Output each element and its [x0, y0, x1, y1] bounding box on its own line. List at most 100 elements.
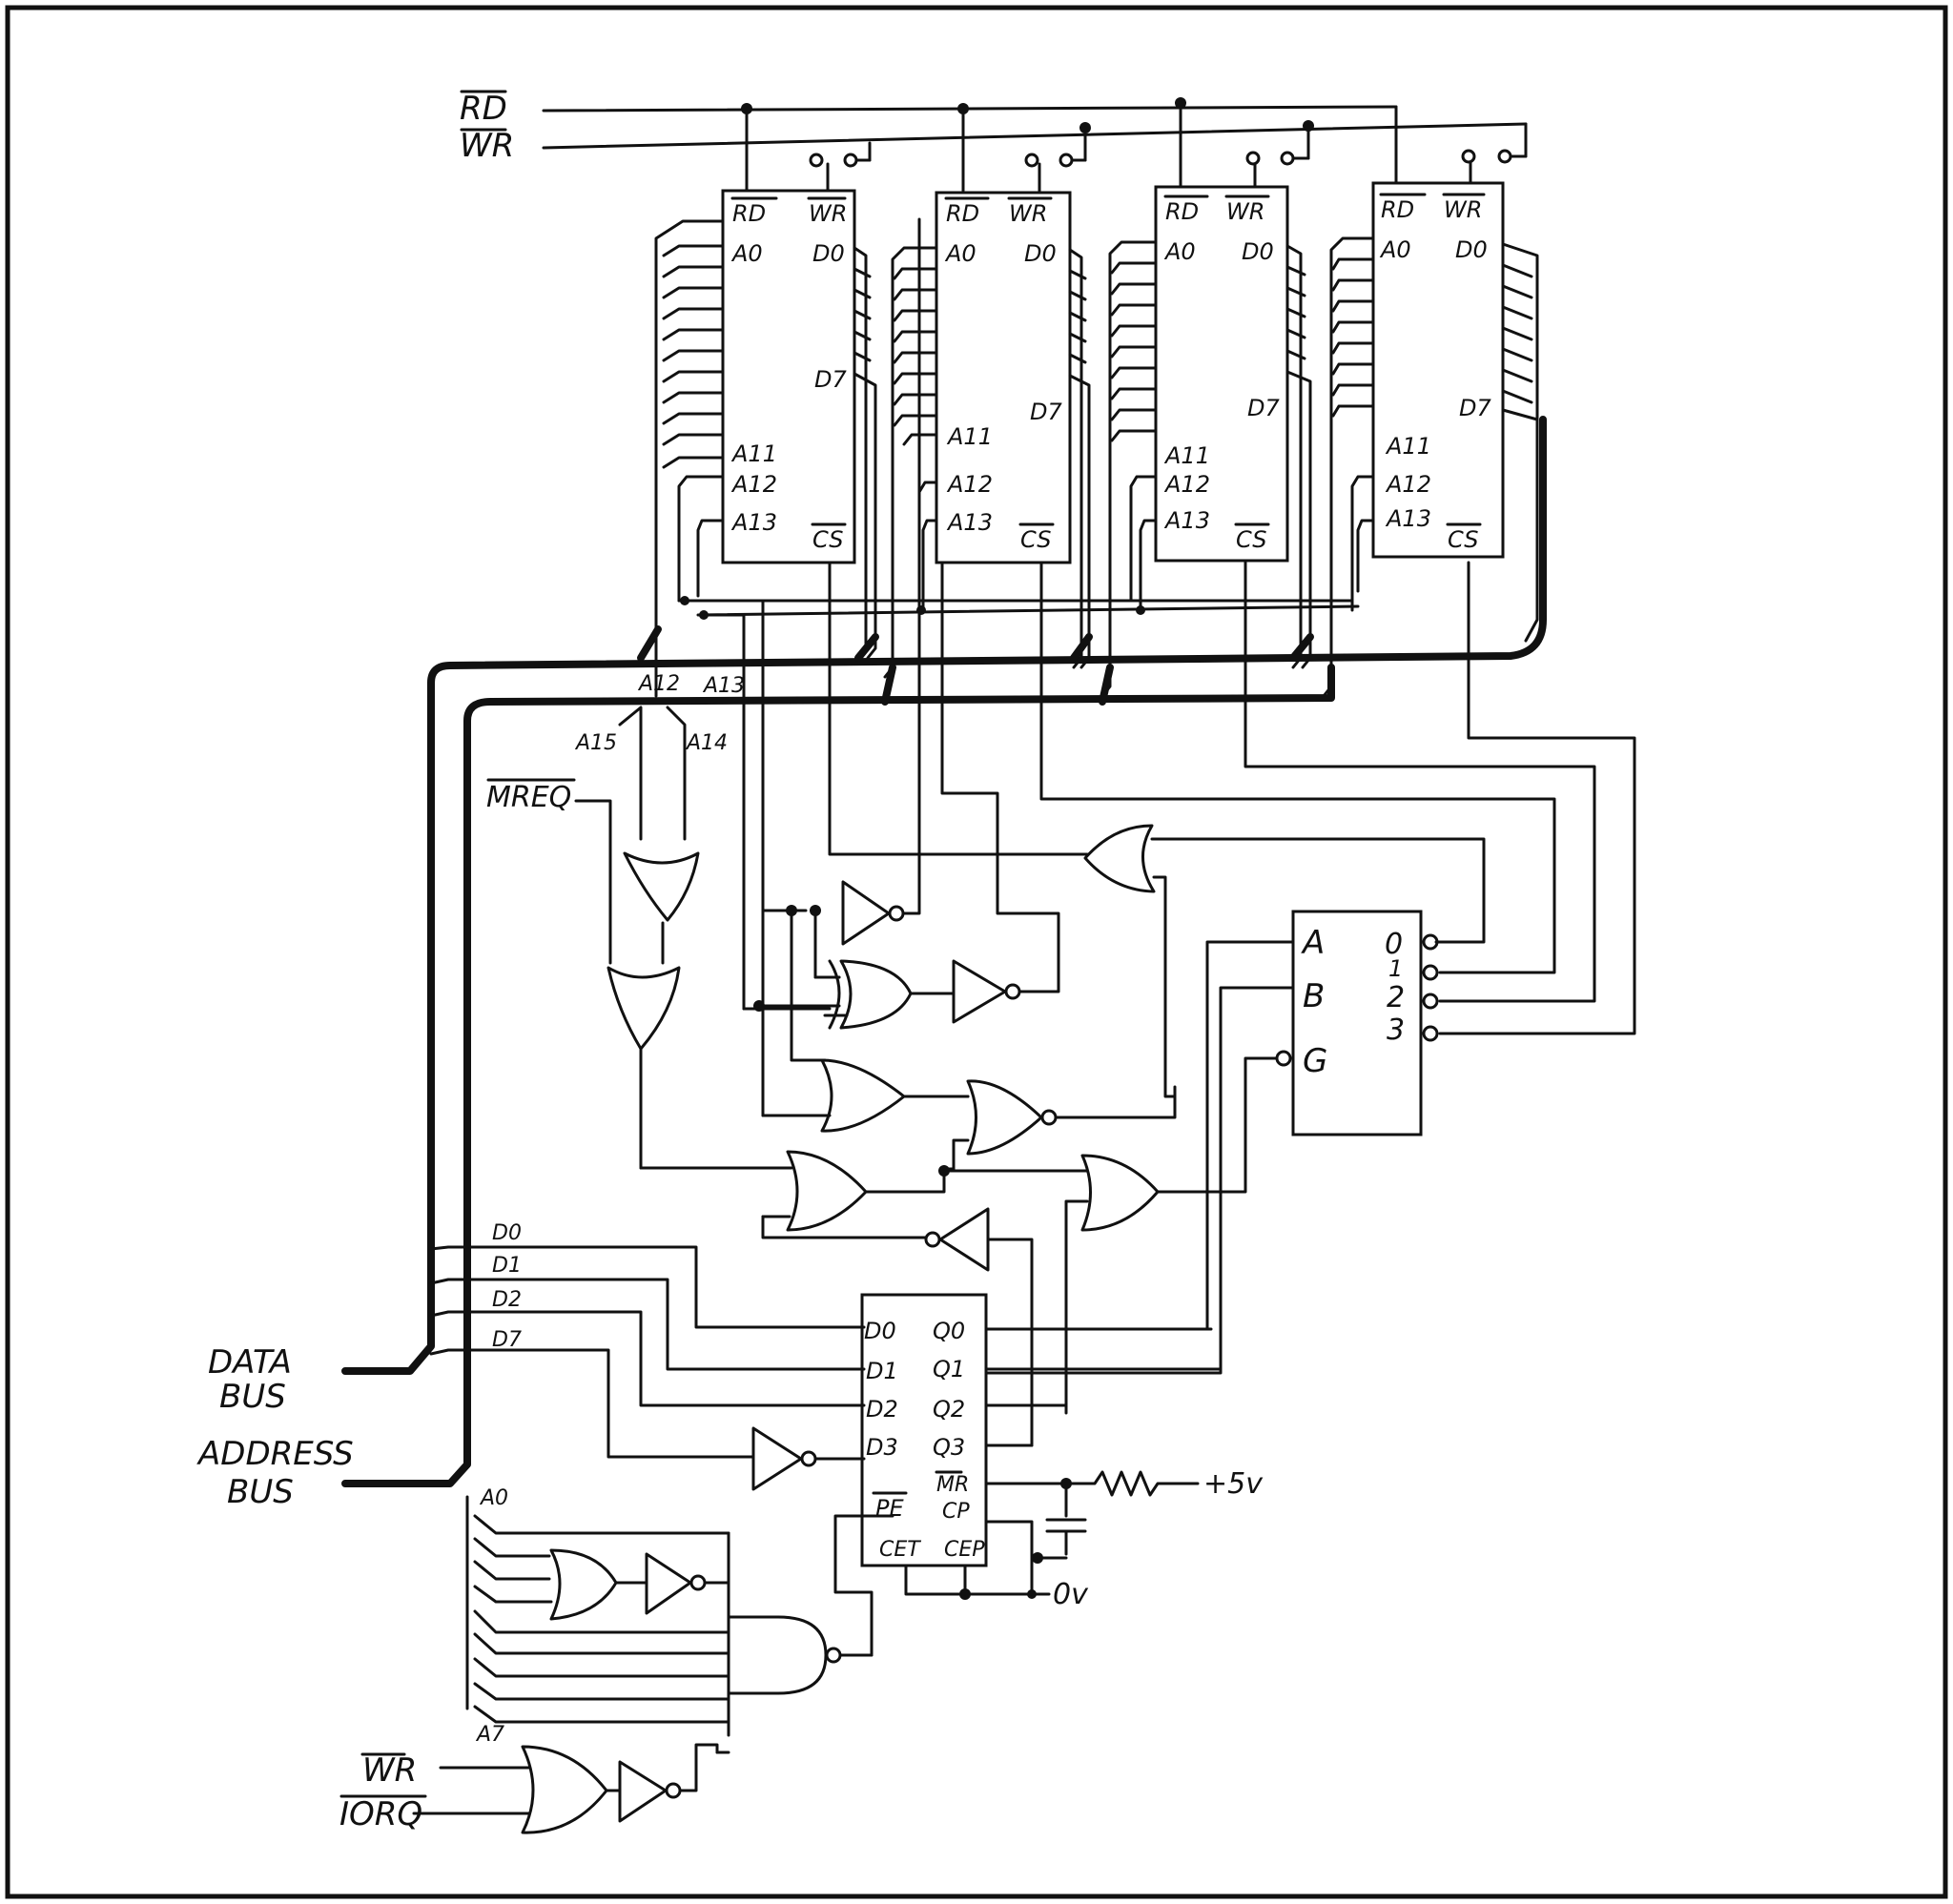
svg-text:CS: CS: [1448, 526, 1478, 553]
latch-data-lines: D0 D1 D2 D7: [429, 1221, 866, 1491]
wr-label: WR: [460, 127, 514, 165]
memory-chip-1: RD WR A0 D0 D7 A11 A12 A13 CS: [721, 189, 856, 564]
svg-text:RD: RD: [1381, 196, 1414, 223]
control-lines: RD WR: [460, 90, 1528, 193]
chip-a13: A13: [730, 509, 777, 536]
inverter-a12: [841, 217, 921, 946]
memory-chip-4: RD WR A0 D0 D7 A11 A12 A13 CS: [1371, 181, 1505, 559]
svg-text:A12: A12: [1385, 471, 1431, 498]
or-gate-middle: [761, 1058, 970, 1133]
chip-cs: CS: [812, 526, 843, 553]
address-bus: [341, 664, 1335, 1487]
memory-chip-3: RD WR A0 D0 D7 A11 A12 A13 CS: [1154, 185, 1289, 563]
chip-d0: D0: [812, 240, 845, 267]
svg-text:A11: A11: [1163, 442, 1210, 469]
iorq-label: IORQ: [339, 1795, 422, 1833]
decoder-chip: A B G 0 1 2 3: [982, 910, 1439, 1375]
svg-text:A0: A0: [1163, 238, 1196, 265]
gnd-label: 0v: [1053, 1578, 1089, 1611]
chip-rd: RD: [732, 200, 766, 227]
latch-pe: PE: [875, 1495, 904, 1522]
svg-text:A0: A0: [944, 240, 976, 267]
page-border: [5, 5, 1948, 1899]
latch-mr: MR: [936, 1473, 969, 1497]
svg-text:D0: D0: [1242, 238, 1274, 265]
svg-text:A13: A13: [1163, 507, 1210, 534]
a13-label: A13: [702, 674, 745, 698]
svg-text:RD: RD: [946, 200, 979, 227]
svg-text:D0: D0: [1024, 240, 1057, 267]
d1-label: D1: [492, 1254, 522, 1278]
svg-text:WR: WR: [1009, 200, 1047, 227]
xor-gate: [813, 959, 956, 1030]
svg-text:A11: A11: [946, 423, 993, 450]
latch-d2: D2: [866, 1396, 898, 1423]
a7-label: A7: [475, 1723, 504, 1747]
decoder-g: G: [1303, 1042, 1327, 1080]
svg-text:A11: A11: [1385, 433, 1431, 460]
svg-text:CS: CS: [1020, 526, 1051, 553]
svg-text:WR: WR: [1444, 196, 1482, 223]
or-gate-right: [1064, 1056, 1278, 1415]
io-wr-label: WR: [362, 1751, 417, 1790]
decoder-b: B: [1303, 977, 1325, 1015]
data-bus-label-2: BUS: [219, 1378, 286, 1416]
a12-label: A12: [637, 672, 680, 696]
or-gate-lower: [761, 1150, 1089, 1239]
inverter-feedback: [924, 1207, 1034, 1447]
mreq-label: MREQ: [486, 781, 571, 814]
address-data-fans: [654, 219, 1539, 698]
latch-cp: CP: [942, 1500, 970, 1524]
data-bus-label: DATA: [208, 1343, 292, 1382]
latch-d0: D0: [864, 1318, 896, 1344]
memory-chip-2: RD WR A0 D0 D7 A11 A12 A13 CS: [935, 191, 1072, 564]
svg-text:A12: A12: [946, 471, 993, 498]
latch-q3: Q3: [933, 1434, 965, 1461]
svg-text:RD: RD: [1165, 198, 1199, 225]
latch-q1: Q1: [933, 1356, 965, 1382]
nor-gate: [952, 1079, 1177, 1173]
svg-text:A0: A0: [1379, 236, 1411, 263]
data-bus: [341, 416, 1547, 1375]
rd-label: RD: [460, 90, 507, 128]
chip-a11: A11: [730, 440, 777, 467]
latch-q0: Q0: [933, 1318, 965, 1344]
chip-d7: D7: [814, 366, 847, 393]
address-labels: A12 A13 A15 A14 MREQ: [486, 672, 745, 814]
vcc-label: +5v: [1203, 1467, 1264, 1501]
chip-wr: WR: [809, 200, 847, 227]
chip-a0: A0: [730, 240, 763, 267]
address-bus-label-2: BUS: [227, 1473, 294, 1511]
or-gate-a14-a15: [623, 851, 700, 922]
d2-label: D2: [492, 1288, 522, 1312]
chip-a12: A12: [730, 471, 777, 498]
decoder-o0: 0: [1385, 928, 1403, 961]
decoder-a: A: [1301, 924, 1325, 962]
latch-cet: CET: [879, 1538, 921, 1562]
latch-d1: D1: [866, 1358, 898, 1384]
inverter-xor: [940, 561, 1060, 1024]
d7-label: D7: [492, 1328, 522, 1352]
latch-cep: CEP: [944, 1538, 985, 1562]
or-gate-cs: [828, 561, 1636, 1098]
latch-q2: Q2: [933, 1396, 965, 1423]
latch-d3: D3: [866, 1434, 898, 1461]
io-decode: A0 A7 WR IORQ: [339, 1486, 874, 1834]
svg-text:A13: A13: [1385, 505, 1431, 532]
or-gate-mreq: [606, 966, 681, 1051]
svg-text:D7: D7: [1247, 395, 1280, 421]
power-network: +5v 0v: [833, 1467, 1264, 1657]
decoder-o1: 1: [1388, 955, 1403, 982]
wr-line: [542, 122, 1528, 150]
svg-text:A12: A12: [1163, 471, 1210, 498]
address-bus-label: ADDRESS: [196, 1435, 354, 1473]
svg-text:WR: WR: [1226, 198, 1264, 225]
d0-label: D0: [492, 1221, 522, 1245]
a14-label: A14: [685, 731, 728, 755]
latch-chip: D0 D1 D2 D3 Q0 Q1 Q2 Q3 PE MR CP CET CEP: [860, 1293, 1223, 1567]
svg-text:D0: D0: [1455, 236, 1488, 263]
decoder-o3: 3: [1387, 1013, 1405, 1047]
a15-label: A15: [574, 731, 617, 755]
rd-line: [542, 105, 1398, 113]
